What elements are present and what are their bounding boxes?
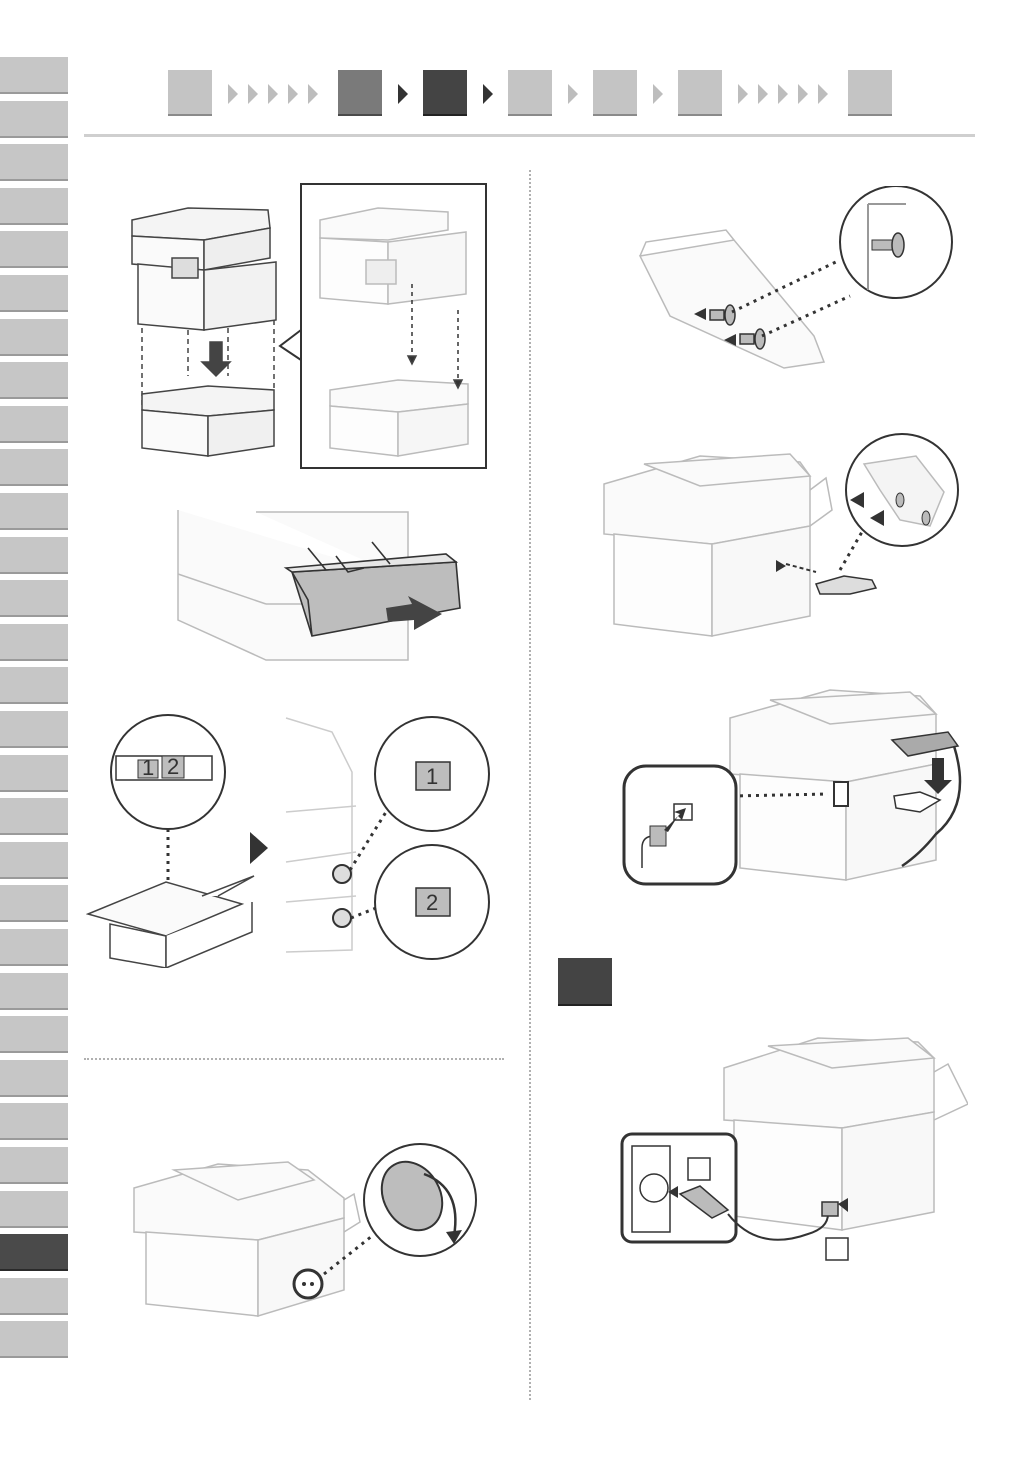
- language-tab: [0, 57, 68, 94]
- box-label-1: 1: [142, 755, 154, 780]
- arrow-right-icon: [288, 84, 298, 104]
- tray-label-1: 1: [426, 764, 438, 789]
- language-tab: [0, 362, 68, 399]
- section-divider: [84, 1058, 504, 1060]
- language-tab: [0, 144, 68, 181]
- language-tab: [0, 755, 68, 792]
- language-tab: [0, 1234, 68, 1271]
- arrow-right-icon: [758, 84, 768, 104]
- arrow-right-icon: [653, 84, 663, 104]
- language-tab: [0, 624, 68, 661]
- header-divider: [84, 134, 975, 137]
- step-label-box-b: [826, 1238, 848, 1260]
- arrow-right-icon: [483, 84, 493, 104]
- language-tab: [0, 319, 68, 356]
- tray-label-2: 2: [426, 890, 438, 915]
- language-tab: [0, 406, 68, 443]
- language-tab: [0, 1103, 68, 1140]
- language-tab: [0, 885, 68, 922]
- arrow-right-icon: [398, 84, 408, 104]
- connect-handset-illustration: [620, 684, 972, 894]
- step-marker: [558, 958, 612, 1006]
- paper-drawer-illustration: [176, 508, 466, 664]
- arrow-right-icon: [268, 84, 278, 104]
- language-tab: [0, 1016, 68, 1053]
- language-tab: [0, 798, 68, 835]
- progress-step-5: [593, 70, 637, 116]
- language-tab: [0, 929, 68, 966]
- progress-step-4: [508, 70, 552, 116]
- power-cord-illustration: [618, 1032, 968, 1264]
- progress-step-3-current: [423, 70, 467, 116]
- language-tab: [0, 188, 68, 225]
- language-tab: [0, 1147, 68, 1184]
- arrow-right-icon: [248, 84, 258, 104]
- language-tab: [0, 493, 68, 530]
- language-tab: [0, 449, 68, 486]
- language-tab: [0, 1278, 68, 1315]
- language-tab: [0, 1191, 68, 1228]
- progress-step-2: [338, 70, 382, 116]
- language-tab: [0, 275, 68, 312]
- step-label-box-a: [688, 1158, 710, 1180]
- language-tab: [0, 1321, 68, 1358]
- language-tab: [0, 711, 68, 748]
- arrow-right-icon: [228, 84, 238, 104]
- arrow-right-icon: [738, 84, 748, 104]
- progress-step-1: [168, 70, 212, 116]
- arrow-right-icon: [250, 832, 268, 864]
- arrow-right-icon: [308, 84, 318, 104]
- language-tab: [0, 842, 68, 879]
- language-tab: [0, 537, 68, 574]
- box-label-2: 2: [167, 754, 179, 779]
- cassette-feeder-install-illustration: [128, 180, 490, 472]
- handset-cradle-screws-illustration: [614, 186, 958, 376]
- arrow-right-icon: [798, 84, 808, 104]
- language-tab: [0, 667, 68, 704]
- language-tab: [0, 231, 68, 268]
- size-label-illustration: 1 2 1 2: [86, 712, 498, 968]
- language-tab: [0, 1060, 68, 1097]
- column-divider: [529, 170, 531, 1400]
- arrow-right-icon: [568, 84, 578, 104]
- progress-step-6: [678, 70, 722, 116]
- remove-cap-illustration: [128, 1140, 480, 1360]
- attach-cradle-illustration: [600, 430, 960, 642]
- language-tab: [0, 973, 68, 1010]
- language-tab: [0, 101, 68, 138]
- arrow-right-icon: [818, 84, 828, 104]
- language-tab: [0, 580, 68, 617]
- arrow-right-icon: [778, 84, 788, 104]
- progress-step-7: [848, 70, 892, 116]
